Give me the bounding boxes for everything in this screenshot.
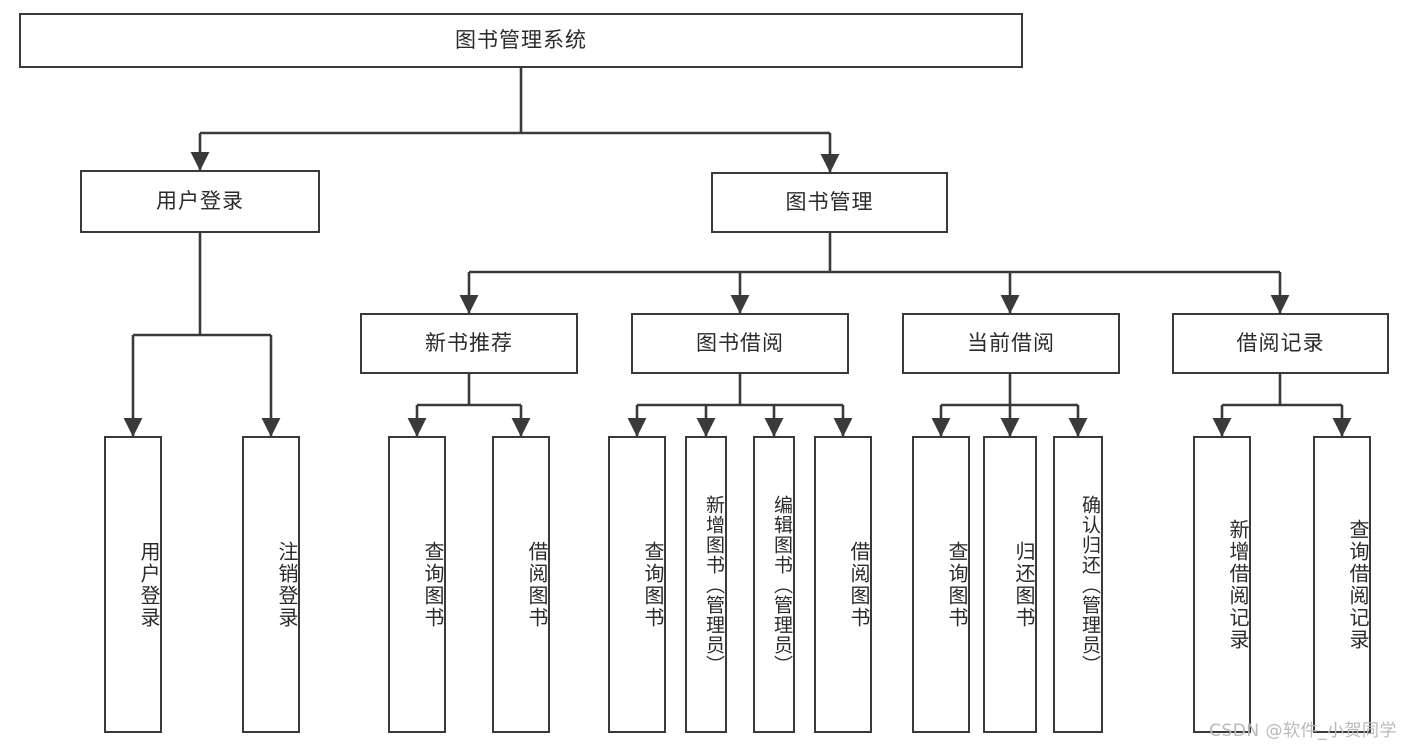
leaf-user-logout-label: 注销登录 — [275, 540, 299, 629]
leaf-return-book-label: 归还图书 — [1012, 540, 1036, 629]
node-current-borrow-label: 当前借阅 — [967, 331, 1055, 356]
node-user-login-label: 用户登录 — [156, 189, 244, 214]
node-book-borrow-label: 图书借阅 — [696, 331, 784, 356]
leaf-user-login-label: 用户登录 — [137, 540, 161, 629]
leaf-confirm-return-label: 确认归还（管理员） — [1079, 494, 1101, 675]
node-user-login[interactable]: 用户登录 — [80, 170, 320, 233]
leaf-query-record-label: 查询借阅记录 — [1346, 518, 1370, 651]
leaf-add-record-label: 新增借阅记录 — [1226, 518, 1250, 651]
leaf-borrow-book-2[interactable]: 借阅图书 — [814, 436, 872, 733]
leaf-add-book[interactable]: 新增图书（管理员） — [685, 436, 727, 733]
node-borrow-record-label: 借阅记录 — [1236, 331, 1325, 356]
leaf-query-book-1[interactable]: 查询图书 — [388, 436, 446, 733]
leaf-return-book[interactable]: 归还图书 — [983, 436, 1037, 733]
node-current-borrow[interactable]: 当前借阅 — [902, 313, 1120, 374]
leaf-edit-book[interactable]: 编辑图书（管理员） — [753, 436, 795, 733]
leaf-query-book-1-label: 查询图书 — [421, 540, 445, 629]
leaf-user-login[interactable]: 用户登录 — [104, 436, 162, 733]
leaf-query-record[interactable]: 查询借阅记录 — [1313, 436, 1371, 733]
node-book-borrow[interactable]: 图书借阅 — [631, 313, 849, 374]
node-root[interactable]: 图书管理系统 — [19, 13, 1023, 68]
leaf-confirm-return[interactable]: 确认归还（管理员） — [1053, 436, 1103, 733]
leaf-add-record[interactable]: 新增借阅记录 — [1193, 436, 1251, 733]
leaf-borrow-book-1[interactable]: 借阅图书 — [492, 436, 550, 733]
node-new-book-recommend[interactable]: 新书推荐 — [360, 313, 578, 374]
node-book-manage-label: 图书管理 — [785, 190, 874, 215]
leaf-query-book-3-label: 查询图书 — [945, 540, 969, 629]
node-book-manage[interactable]: 图书管理 — [711, 172, 948, 233]
node-borrow-record[interactable]: 借阅记录 — [1172, 313, 1389, 374]
watermark: CSDN @软件_小贺同学 — [1209, 721, 1397, 741]
leaf-borrow-book-2-label: 借阅图书 — [847, 540, 871, 629]
node-root-label: 图书管理系统 — [455, 28, 587, 53]
leaf-query-book-2-label: 查询图书 — [641, 540, 665, 629]
leaf-user-logout[interactable]: 注销登录 — [242, 436, 300, 733]
leaf-query-book-3[interactable]: 查询图书 — [912, 436, 970, 733]
node-new-book-recommend-label: 新书推荐 — [425, 331, 513, 356]
leaf-query-book-2[interactable]: 查询图书 — [608, 436, 666, 733]
leaf-add-book-label: 新增图书（管理员） — [703, 494, 725, 675]
leaf-borrow-book-1-label: 借阅图书 — [525, 540, 549, 629]
leaf-edit-book-label: 编辑图书（管理员） — [771, 494, 793, 675]
